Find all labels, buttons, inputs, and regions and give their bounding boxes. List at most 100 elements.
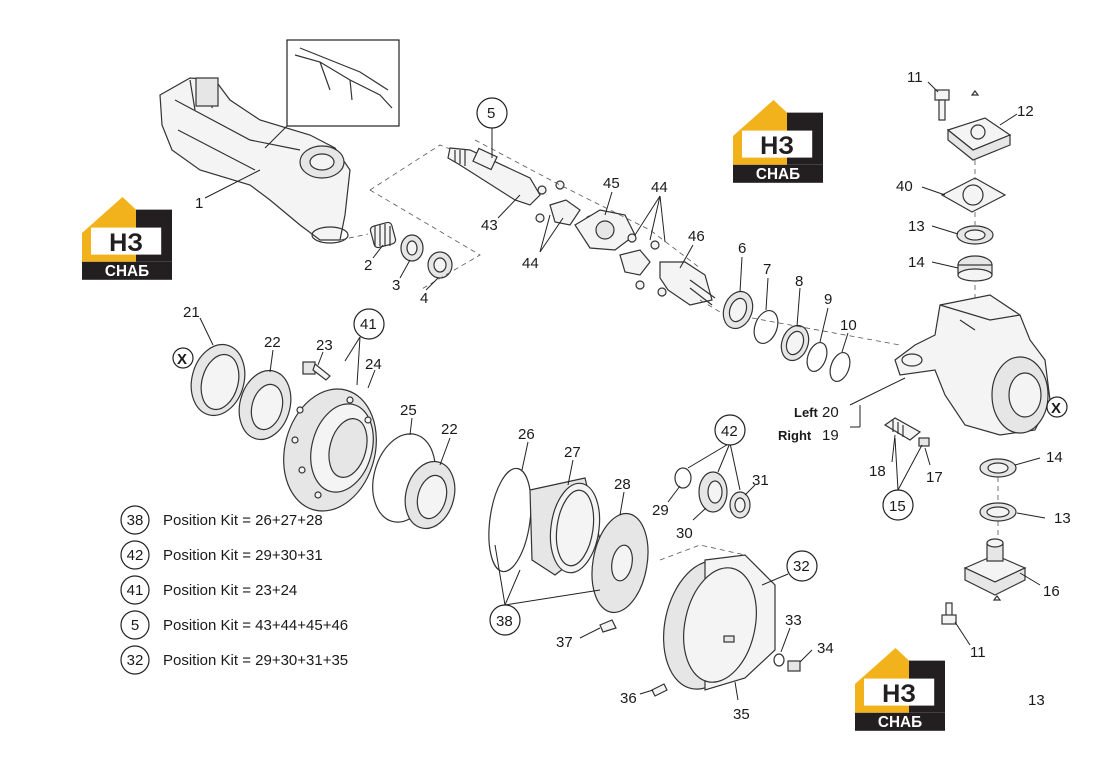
axle-housing-drawing [159,77,351,244]
legend-num-32: 32 [127,652,144,669]
part-label-2: 2 [364,257,372,274]
screw-37-drawing [599,619,617,633]
part-label-34: 34 [817,640,834,657]
part-label-13-bottom: 13 [1054,510,1071,527]
part-label-14-bottom: 14 [1046,449,1063,466]
part-label-27: 27 [564,444,581,461]
cross-joint-44b-drawing [619,233,667,297]
centre-yoke-45-drawing [574,209,636,251]
part-label-5: 5 [487,105,495,122]
gasket-40-drawing [940,177,1007,213]
logo-word: СНАБ [105,263,149,280]
plug-33-drawing [773,653,785,667]
ring-7-drawing [753,309,779,345]
part-label-13-top: 13 [908,218,925,235]
legend-num-5: 5 [131,617,139,634]
kit-circles [172,97,1068,636]
part-label-40: 40 [896,178,913,195]
lower-pin-16-drawing [963,538,1027,596]
planet-gear-30-drawing [698,471,728,513]
washer-17-drawing [918,437,930,447]
part-label-43: 43 [481,217,498,234]
legend-num-41: 41 [127,582,144,599]
bolt-18-drawing [883,417,922,441]
part-label-10: 10 [840,317,857,334]
part-label-14-top: 14 [908,254,925,271]
planetary-housing-35-drawing [663,554,776,691]
part-label-18: 18 [869,463,886,480]
carrier-plate-28-drawing [591,512,649,614]
plug-34-drawing [787,660,801,672]
part-label-17: 17 [926,469,943,486]
leader-lines [199,81,1046,701]
marker-x-right: X [1051,400,1061,417]
part-label-33: 33 [785,612,802,629]
side-label-left: Left [794,405,819,420]
part-label-42: 42 [721,423,738,440]
part-label-44a: 44 [522,255,539,272]
washer-29-drawing [674,467,692,489]
logo-letters: НЗ [109,229,143,257]
screw-36-drawing [651,683,668,697]
bearing-22-left-drawing [238,369,292,441]
bushing-4-drawing [427,251,453,279]
side-label-right: Right [778,428,812,443]
legend-text-38: Position Kit = 26+27+28 [163,512,323,529]
logo-letters: НЗ [760,132,794,160]
legend-text-41: Position Kit = 23+24 [163,582,297,599]
bearing-14-bottom-drawing [979,458,1017,478]
brand-logo-top-center: НЗ СНАБ [733,100,823,183]
part-number-labels: 1 2 3 4 5 43 44 45 44 46 6 7 8 9 10 11 1… [177,69,1071,723]
part-label-21: 21 [183,304,200,321]
seal-21-drawing [190,343,246,417]
part-label-4: 4 [420,290,428,307]
part-label-30: 30 [676,525,693,542]
needle-bearing-31-drawing [729,491,751,519]
page-number: 13 [1028,692,1045,709]
part-label-23: 23 [316,337,333,354]
part-label-31: 31 [752,472,769,489]
kit-legend: 38 Position Kit = 26+27+28 42 Position K… [120,505,348,675]
ring-10-drawing [829,351,851,383]
logo-word: СНАБ [756,166,800,183]
part-label-25: 25 [400,402,417,419]
part-label-3: 3 [392,277,400,294]
snap-ring-26-drawing [488,467,532,573]
bearing-2-drawing [369,221,397,249]
side-label-right-num: 19 [822,427,839,444]
logo-word: СНАБ [878,714,922,731]
brand-logo-left: НЗ СНАБ [82,197,172,280]
bearing-14-top-drawing [957,255,993,282]
stud-23-drawing [302,361,331,381]
part-label-26: 26 [518,426,535,443]
part-label-41: 41 [360,316,377,333]
cap-12-drawing [946,117,1012,161]
part-label-32: 32 [793,558,810,575]
part-label-46: 46 [688,228,705,245]
part-label-15: 15 [889,498,906,515]
legend-text-32: Position Kit = 29+30+31+35 [163,652,348,669]
part-label-24: 24 [365,356,382,373]
part-label-9: 9 [824,291,832,308]
part-label-7: 7 [763,261,771,278]
part-label-8: 8 [795,273,803,290]
side-label-left-num: 20 [822,404,839,421]
part-label-11-bottom: 11 [970,644,986,661]
part-label-16: 16 [1043,583,1060,600]
brand-logo-bottom-right: НЗ СНАБ [855,648,945,731]
legend-text-42: Position Kit = 29+30+31 [163,547,323,564]
ring-13-top-drawing [956,225,994,245]
steering-knuckle-drawing [894,294,1051,436]
part-label-22-right: 22 [441,421,458,438]
part-label-28: 28 [614,476,631,493]
ring-gear-27-drawing [529,477,601,576]
ring-8-drawing [780,324,810,362]
bolt-11-top-drawing [934,89,980,121]
part-label-1: 1 [195,195,203,212]
part-label-37: 37 [556,634,573,651]
part-label-12: 12 [1017,103,1034,120]
bushing-3-drawing [400,234,424,262]
legend-num-38: 38 [127,512,144,529]
part-label-38: 38 [496,613,513,630]
